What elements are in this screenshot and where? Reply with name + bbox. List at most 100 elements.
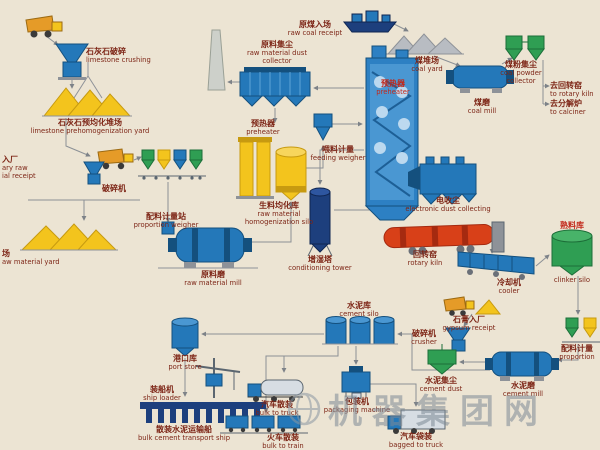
zh-text: 去回转窑 [550,81,582,90]
label-preheater-tower: 预热器 preheater [370,79,416,97]
label-cooler: 冷却机 cooler [486,278,532,296]
zh-text: 预热器 [381,79,405,88]
label-esp: 电收尘 electronic dust collecting [404,196,492,214]
zh-text: 原料磨 [201,270,225,279]
zh-text: 熟料库 [560,221,584,230]
homogenization-silo-icon [275,146,307,201]
label-crusher-left: 破碎机 [92,184,136,194]
zh-text: 石灰石破碎 [86,47,126,56]
kiln-hood-icon [491,221,505,253]
en-text: to calciner [550,107,586,116]
coal-ship-icon [342,10,398,33]
en-text: conditioning tower [288,263,352,272]
en-text: raw material mill [184,278,242,287]
conditioning-tower-icon [307,187,333,257]
zh-text: 电收尘 [436,196,460,205]
proportion-weigher2-icon [562,317,600,343]
en-text: feeding weigher [310,153,366,162]
zh-text: 石膏入厂 [453,315,485,324]
label-to-calciner: 去分解炉 to calciner [550,99,600,117]
dump-truck2-icon [97,148,134,170]
crusher-small-icon [83,161,105,185]
label-rotary-kiln: 回转窑 rotary kiln [394,250,456,268]
zh-text: 原料集尘 [261,40,293,49]
zh-text: 火车散装 [267,433,299,442]
stacker-gantry-icon [73,62,103,99]
limestone-crusher-icon [55,43,89,80]
en-text: coal powder collector [500,68,542,85]
label-homogenization-silo: 生料均化库 raw material homogenization silo [238,201,320,226]
proportion-weigher-icon [138,149,206,180]
zh-text: 回转窑 [413,250,437,259]
label-to-rotary-kiln: 去回转窑 to rotary kiln [550,81,600,99]
label-clinker-silo-en: clinker silo [542,276,600,285]
zh-text: 配料计量站 [146,212,186,221]
label-packaging-machine: 包装机 packaging machine [318,397,396,415]
en-text: to rotary kiln [550,89,594,98]
label-coal-powder-collector: 煤粉集尘 coal powder collector [492,60,550,85]
en-text: bulk to truck [255,408,299,417]
label-material-yard-partial: 场 aw material yard [2,249,86,267]
zh-text: 散装水泥运输船 [156,425,212,434]
en-text: raw material dust collector [246,48,308,65]
raw-mill-icon [158,221,258,269]
coal-mill-icon [446,65,514,93]
zh-text: 生料均化库 [259,201,299,210]
label-proportion-weigher: 配料计量站 proportion weigher [124,212,208,230]
zh-text: 增湿塔 [308,255,332,264]
zh-text: 煤粉集尘 [505,60,537,69]
label-conditioning-tower: 增湿塔 conditioning tower [284,255,356,273]
ship-loader-icon [195,358,241,398]
en-text: bulk to train [262,441,304,450]
zh-text: 配料计量 [561,344,593,353]
zh-text: 场 [2,249,10,258]
packaging-machine-icon [341,366,371,399]
limestone-pile-icon [42,87,132,117]
preheater-icon [236,137,274,199]
zh-text: 汽车散装 [261,400,293,409]
cement-mill-icon [485,351,559,381]
en-text: proportion [559,352,595,361]
zh-text: 喂料计量 [322,145,354,154]
zh-text: 港口库 [173,354,197,363]
label-cement-dust: 水泥集尘 cement dust [414,376,468,394]
bulk-truck-icon [247,379,304,402]
label-bagged-truck: 汽车袋装 bagged to truck [384,432,448,450]
label-feeding-weigher: 喂料计量 feeding weigher [306,145,370,163]
cement-dust-collector-icon [427,344,457,375]
label-limestone-yard: 石灰石预均化堆场 limestone prehomogenization yar… [28,118,152,136]
en-text: raw coal receipt [287,28,343,37]
rotary-kiln-icon [383,223,495,255]
en-text: preheater [376,87,410,96]
port-silo-icon [171,317,199,357]
clinker-silo-icon [551,229,593,276]
en-text: rotary kiln [407,258,443,267]
zh-text: 煤堆场 [415,56,439,65]
zh-text: 水泥集尘 [425,376,457,385]
label-raw-coal-receipt: 原煤入场 raw coal receipt [284,20,346,38]
zh-text: 破碎机 [102,184,126,193]
en-text: cement dust [419,384,463,393]
label-proportion-weigher2: 配料计量 proportion [554,344,600,362]
zh-text: 水泥磨 [511,381,535,390]
chimney-icon [207,29,226,91]
label-raw-dust-collector: 原料集尘 raw material dust collector [232,40,322,65]
en-text: aw material yard [2,257,60,266]
zh-text: 石灰石预均化堆场 [58,118,122,127]
en-text: ial receipt [2,171,36,180]
en-text: cement silo [339,309,379,318]
coal-powder-collector-icon [505,35,545,61]
gypsum-crusher-icon [445,327,471,352]
label-limestone-crushing: 石灰石破碎 limestone crushing [86,47,158,65]
en-text: packaging machine [323,405,391,414]
en-text: coal yard [411,64,443,73]
zh-text: 预热器 [251,119,275,128]
label-port-store: 港口库 port store [142,354,228,372]
train-icon [220,415,308,434]
label-clinker-silo-zh: 熟料库 [546,221,598,231]
dump-truck-icon [25,15,63,38]
en-text: bagged to truck [388,440,444,449]
en-text: ship loader [143,393,181,402]
label-raw-mill: 原料磨 raw material mill [174,270,252,288]
